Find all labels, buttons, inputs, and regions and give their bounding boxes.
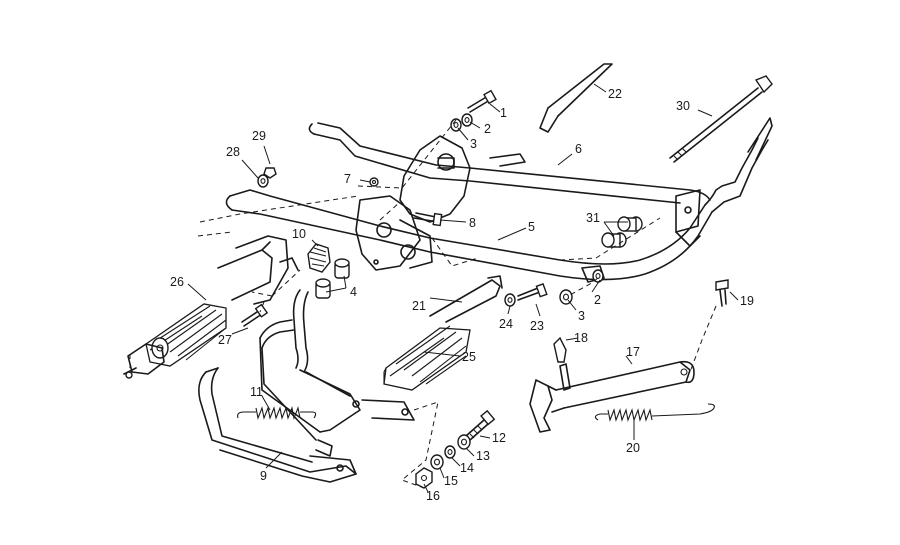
bolt-27: [241, 303, 269, 327]
callout-13: 13: [476, 449, 490, 463]
frame-tube-upper: [308, 122, 711, 204]
callout-24: 24: [499, 317, 513, 331]
rubber-grip-10: [307, 243, 331, 273]
nut-15: [430, 454, 444, 470]
bolt-23: [517, 283, 548, 301]
callout-28: 28: [226, 145, 240, 159]
footpeg-25: [383, 325, 471, 391]
callout-9: 9: [260, 469, 267, 483]
callout-20: 20: [626, 441, 640, 455]
footpeg-bracket-21: [429, 275, 503, 323]
bolt-8: [413, 212, 443, 227]
washer-2-top: [461, 113, 473, 127]
callout-25: 25: [462, 350, 476, 364]
callout-2-top: 2: [484, 122, 491, 136]
callout-27: 27: [218, 333, 232, 347]
callout-29: 29: [252, 129, 266, 143]
center-mount-bracket: [355, 135, 471, 271]
callout-21: 21: [412, 299, 426, 313]
washer-28: [257, 174, 269, 188]
callout-11: 11: [250, 385, 263, 399]
nut-3-lower: [559, 289, 573, 305]
callout-1: 1: [500, 106, 507, 120]
callout-16: 16: [426, 489, 440, 503]
nut-29: [263, 167, 277, 179]
side-stand-17: [529, 360, 695, 433]
callout-3-top: 3: [470, 137, 477, 151]
rod-30: [669, 75, 773, 163]
spring-20: [594, 403, 715, 422]
callout-30: 30: [676, 99, 690, 113]
washer-2-lower: [592, 269, 604, 283]
bushings-4: [315, 258, 350, 299]
washer-24: [504, 293, 516, 307]
callout-8: 8: [469, 216, 476, 230]
bushings-31: [601, 216, 643, 248]
callout-18: 18: [574, 331, 588, 345]
callout-4: 4: [350, 285, 357, 299]
assembly-guide-lines: [129, 119, 717, 489]
footpeg-bracket-26: [217, 235, 299, 305]
nut-16: [415, 467, 433, 489]
callout-14: 14: [460, 461, 474, 475]
bolt-19: [715, 279, 729, 307]
callout-3-lower: 3: [578, 309, 585, 323]
callout-labels: 1 2 3 6 7 8 5 31 2 3 4 10 21 22 24 23 25…: [170, 87, 754, 503]
bolt-12: [465, 409, 496, 441]
callout-23: 23: [530, 319, 544, 333]
callout-2-lower: 2: [594, 293, 601, 307]
callout-12: 12: [492, 431, 506, 445]
brace-22: [539, 63, 613, 133]
nut-7: [369, 177, 379, 187]
callout-5: 5: [528, 220, 535, 234]
bolt-1: [467, 89, 497, 113]
footpeg-26: [145, 303, 227, 367]
callout-31: 31: [586, 211, 600, 225]
rubber-18: [553, 336, 567, 363]
callout-6: 6: [575, 142, 582, 156]
callout-19: 19: [740, 294, 754, 308]
washer-14: [444, 445, 456, 459]
center-stand-9: [198, 289, 415, 483]
callout-17: 17: [626, 345, 640, 359]
leader-lines: [187, 83, 739, 493]
footpeg-pivot-plate: [123, 343, 165, 379]
callout-15: 15: [444, 474, 458, 488]
callout-10: 10: [292, 227, 306, 241]
frame-tube-lower: [225, 117, 773, 283]
callout-7: 7: [344, 172, 351, 186]
callout-26: 26: [170, 275, 184, 289]
washer-13: [457, 434, 471, 450]
callout-22: 22: [608, 87, 622, 101]
spring-11: [237, 406, 317, 420]
